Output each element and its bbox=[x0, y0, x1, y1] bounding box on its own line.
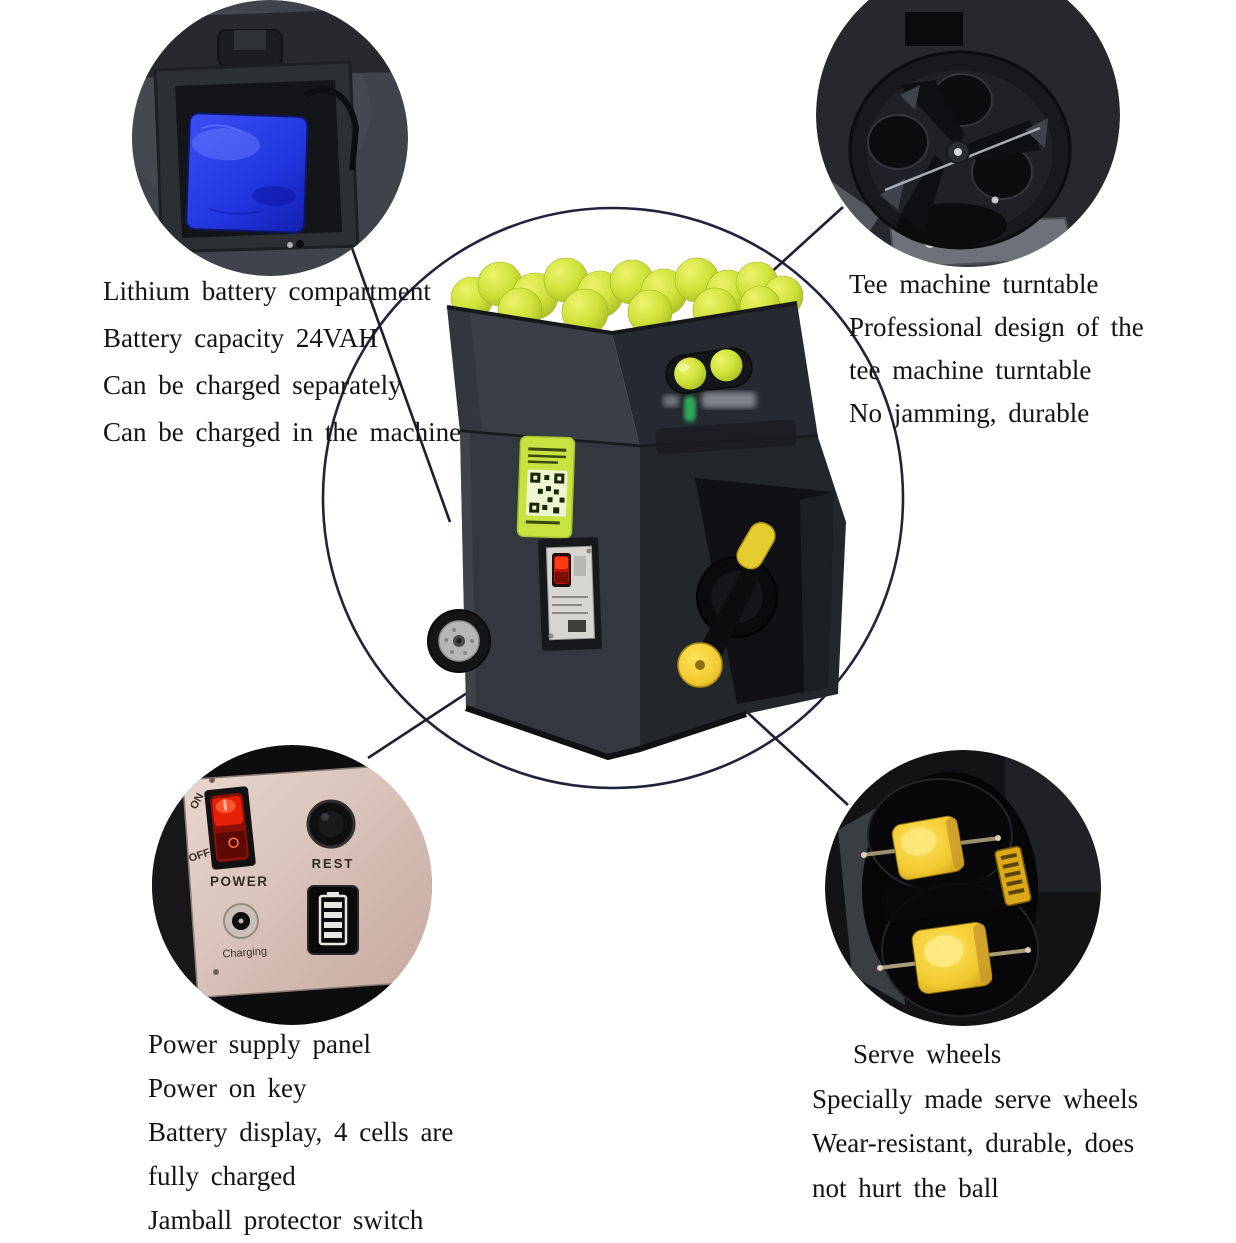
throwing-mechanism bbox=[677, 478, 834, 704]
serve-wheels-callout-text: Serve wheels Specially made serve wheels… bbox=[812, 1032, 1138, 1211]
turntable-photo-bubble bbox=[816, 0, 1120, 267]
battery-level-display bbox=[307, 885, 359, 955]
status-led-and-logo bbox=[655, 392, 797, 455]
tennis-balls bbox=[450, 257, 804, 336]
machine-control-panel bbox=[538, 537, 602, 651]
rest-button bbox=[306, 799, 356, 849]
spec-label-strip bbox=[994, 845, 1032, 907]
highlight-circle bbox=[321, 206, 905, 790]
callout-line: Battery display, 4 cells are bbox=[148, 1116, 454, 1147]
battery-photo-bubble bbox=[132, 0, 408, 276]
serve-wheel-lower bbox=[911, 921, 993, 995]
callout-line: Specially made serve wheels bbox=[812, 1083, 1139, 1114]
callout-line: Serve wheels bbox=[853, 1038, 1002, 1069]
callout-line: No jamming, durable bbox=[849, 398, 1090, 428]
callout-line: Battery capacity 24VAH bbox=[103, 323, 378, 353]
callout-line: Can be charged separately bbox=[103, 370, 402, 400]
qr-code bbox=[526, 469, 568, 517]
callout-line: Lithium battery compartment bbox=[103, 276, 431, 306]
battery-callout-text: Lithium battery compartment Battery capa… bbox=[103, 268, 461, 456]
callout-line: Professional design of the bbox=[849, 312, 1144, 342]
callout-line: fully charged bbox=[148, 1161, 296, 1192]
power-panel-callout-text: Power supply panel Power on key Battery … bbox=[148, 1022, 453, 1243]
callout-line: Jamball protector switch bbox=[148, 1205, 424, 1236]
battery-cable bbox=[303, 87, 360, 171]
leader-line-battery bbox=[350, 247, 452, 523]
callout-line: Can be charged in the machine bbox=[103, 417, 462, 447]
lithium-battery bbox=[185, 112, 309, 234]
power-switch bbox=[204, 786, 256, 870]
callout-line: not hurt the ball bbox=[812, 1173, 999, 1204]
serve-wheels-photo-bubble bbox=[825, 750, 1101, 1026]
power-label: POWER bbox=[210, 874, 269, 889]
serve-wheel-upper bbox=[891, 815, 965, 881]
turntable-callout-text: Tee machine turntable Professional desig… bbox=[849, 263, 1144, 435]
transport-wheel bbox=[427, 609, 491, 673]
callout-line: tee machine turntable bbox=[849, 355, 1092, 385]
turntable-disc bbox=[867, 73, 1048, 230]
callout-line: Tee machine turntable bbox=[849, 269, 1099, 299]
callout-line: Power supply panel bbox=[148, 1028, 371, 1059]
qr-sticker bbox=[516, 435, 576, 539]
charging-jack bbox=[223, 903, 259, 939]
machine-photo bbox=[427, 257, 846, 761]
ball-hopper bbox=[446, 301, 819, 450]
callout-line: Wear-resistant, durable, does bbox=[812, 1128, 1135, 1159]
ball-window bbox=[665, 347, 753, 395]
callout-line: Power on key bbox=[148, 1072, 307, 1103]
charging-label: Charging bbox=[222, 945, 267, 960]
rest-label: REST bbox=[312, 856, 355, 871]
power-panel-photo-bubble: ON OFF POWER REST Charging bbox=[152, 745, 432, 1025]
green-led bbox=[684, 396, 696, 422]
